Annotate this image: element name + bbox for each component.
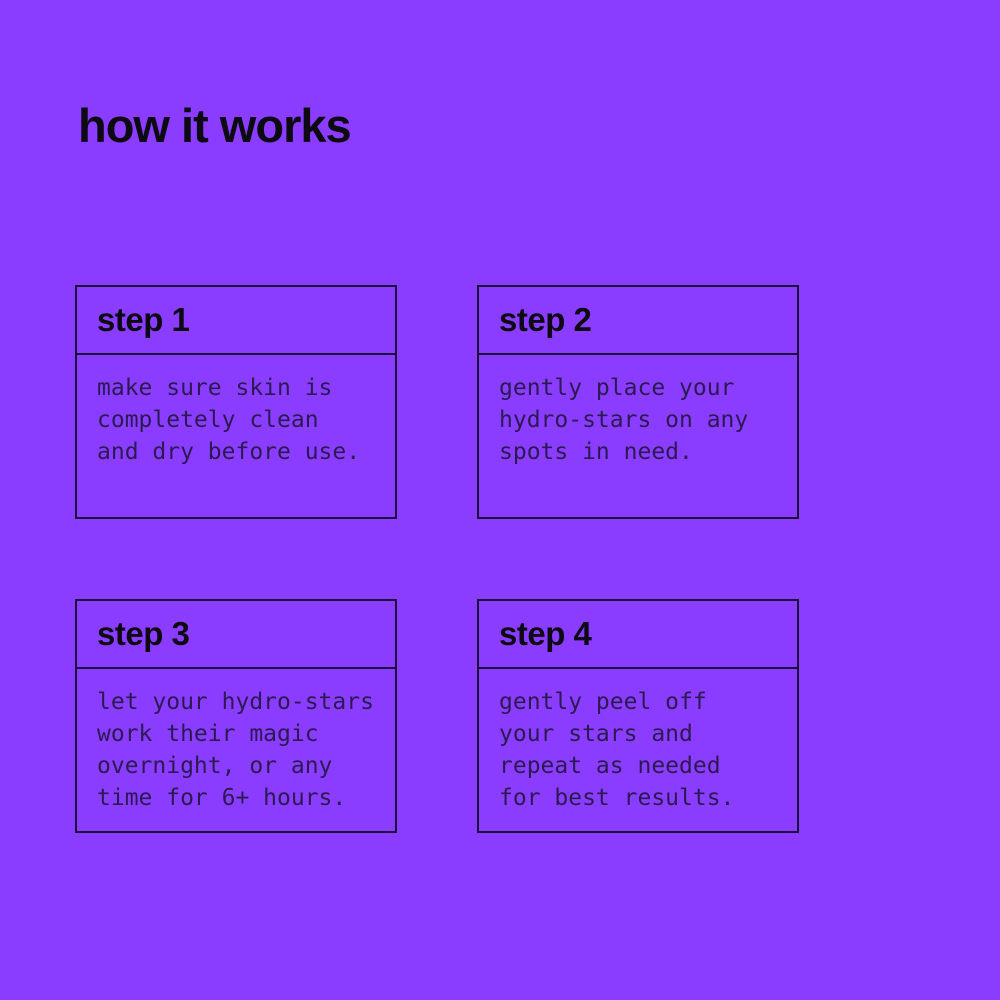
step-card-2-header: step 2	[479, 287, 797, 355]
step-card-1-header: step 1	[77, 287, 395, 355]
step-2-description: gently place your hydro-stars on any spo…	[499, 375, 749, 465]
step-card-4-header: step 4	[479, 601, 797, 669]
step-1-label: step 1	[97, 301, 190, 338]
step-card-4: step 4 gently peel off your stars and re…	[477, 599, 799, 833]
step-card-2: step 2 gently place your hydro-stars on …	[477, 285, 799, 519]
step-card-1: step 1 make sure skin is completely clea…	[75, 285, 397, 519]
page-title: how it works	[78, 99, 352, 152]
step-1-description: make sure skin is completely clean and d…	[97, 375, 361, 465]
step-3-label: step 3	[97, 615, 190, 652]
step-2-label: step 2	[499, 301, 592, 338]
step-card-3: step 3 let your hydro-stars work their m…	[75, 599, 397, 833]
step-3-description: let your hydro-stars work their magic ov…	[97, 689, 374, 811]
step-4-description: gently peel off your stars and repeat as…	[499, 689, 735, 811]
step-4-label: step 4	[499, 615, 592, 652]
step-card-3-header: step 3	[77, 601, 395, 669]
